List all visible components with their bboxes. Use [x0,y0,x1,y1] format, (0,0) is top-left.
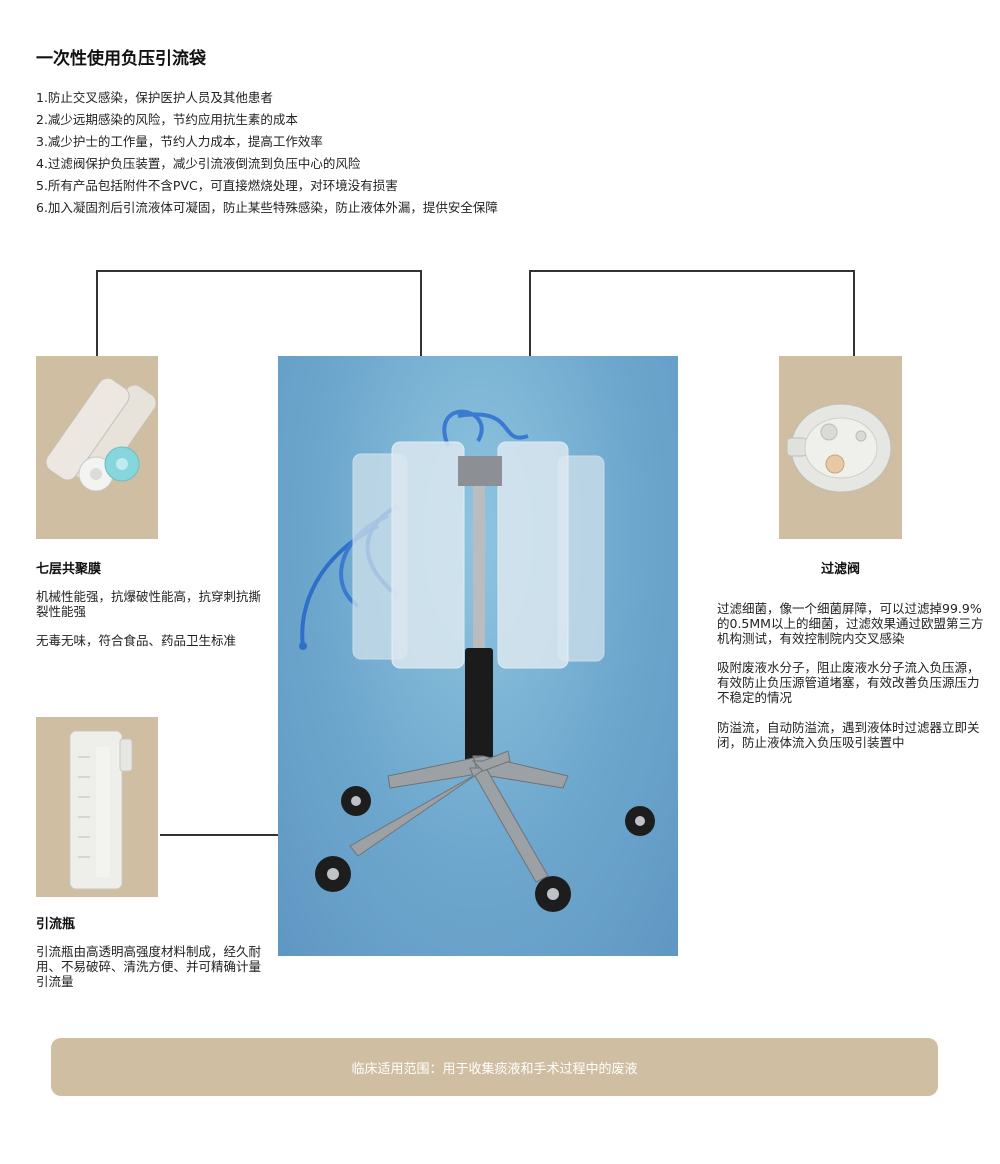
bottle-description: 引流瓶由高透明高强度材料制成，经久耐用、不易破碎、清洗方便、并可精确计量引流量 [36,944,262,989]
feature-item: 3.减少护士的工作量，节约人力成本，提高工作效率 [36,134,323,149]
filter-valve-bacteria: 过滤细菌，像一个细菌屏障，可以过滤掉99.9%的0.5MM以上的细菌，过滤效果通… [717,601,984,646]
membrane-heading: 七层共聚膜 [36,562,102,577]
connector-line [96,270,98,356]
membrane-description: 机械性能强，抗爆破性能高，抗穿刺抗撕裂性能强 [36,589,262,619]
clinical-scope-text: 临床适用范围：用于收集痰液和手术过程中的废液 [351,1061,638,1077]
drainage-bottle-image [36,717,158,897]
product-photo [278,356,678,956]
connector-line [529,270,855,272]
filter-valve-overflow: 防溢流，自动防溢流，遇到液体时过滤器立即关闭，防止液体流入负压吸引装置中 [717,720,980,750]
connector-line [529,270,531,440]
feature-item: 1.防止交叉感染，保护医护人员及其他患者 [36,90,273,105]
filter-valve-image [779,356,902,539]
connector-line [853,270,855,356]
feature-item: 2.减少远期感染的风险，节约应用抗生素的成本 [36,112,298,127]
filter-valve-absorption: 吸附废液水分子，阻止废液水分子流入负压源，有效防止负压源管道堵塞，有效改善负压源… [717,660,980,705]
feature-item: 6.加入凝固剂后引流液体可凝固，防止某些特殊感染，防止液体外漏，提供安全保障 [36,200,498,215]
connector-line [96,270,422,272]
feature-item: 4.过滤阀保护负压装置，减少引流液倒流到负压中心的风险 [36,156,361,171]
feature-list: 1.防止交叉感染，保护医护人员及其他患者 2.减少远期感染的风险，节约应用抗生素… [36,87,498,219]
clinical-scope-banner: 临床适用范围：用于收集痰液和手术过程中的废液 [51,1038,938,1096]
membrane-safety: 无毒无味，符合食品、药品卫生标准 [36,633,237,648]
bottle-heading: 引流瓶 [36,917,76,932]
filter-valve-heading: 过滤阀 [821,562,861,577]
membrane-bag-image [36,356,158,539]
page-title: 一次性使用负压引流袋 [36,49,206,69]
feature-item: 5.所有产品包括附件不含PVC，可直接燃烧处理，对环境没有损害 [36,178,398,193]
